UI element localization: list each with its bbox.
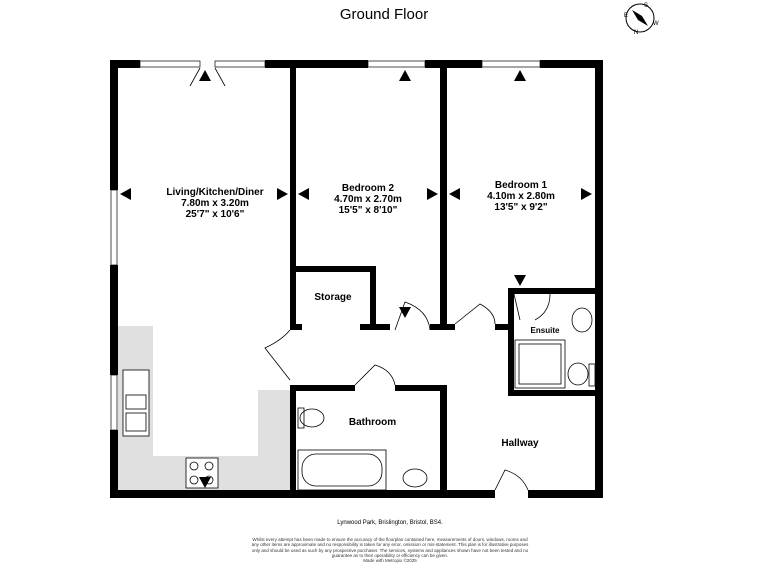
compass-label-e: E — [624, 13, 628, 19]
room-metric: 7.80m x 3.20m — [181, 198, 249, 209]
room-name: Living/Kitchen/Diner — [166, 187, 264, 198]
compass-label-w: W — [653, 21, 659, 27]
address: Lynwood Park, Brislington, Bristol, BS4. — [337, 520, 443, 526]
windows — [110, 60, 541, 431]
compass-label-n: N — [634, 30, 638, 36]
room-metric: 4.10m x 2.80m — [487, 191, 555, 202]
room-bedroom-1: Bedroom 1 4.10m x 2.80m 13'5" x 9'2" — [447, 180, 595, 213]
disclaimer-text: Whilst every attempt has been made to en… — [251, 537, 529, 558]
floor-title: Ground Floor — [339, 6, 429, 23]
doors — [189, 67, 551, 491]
room-hallway: Hallway — [501, 438, 539, 449]
room-name: Bedroom 1 — [494, 180, 548, 191]
room-name: Bedroom 2 — [341, 183, 395, 194]
disclaimer: Whilst every attempt has been made to en… — [250, 537, 530, 563]
room-living-kitchen-diner: Living/Kitchen/Diner 7.80m x 3.20m 25'7"… — [140, 187, 290, 220]
room-ensuite: Ensuite — [530, 326, 560, 335]
room-bedroom-2: Bedroom 2 4.70m x 2.70m 15'5" x 8'10" — [296, 183, 440, 216]
walls — [110, 60, 603, 498]
sink-icon — [122, 369, 150, 437]
room-imperial: 25'7" x 10'6" — [185, 209, 245, 220]
credit: Made with Metropix ©2025 — [363, 558, 417, 564]
room-bathroom: Bathroom — [348, 417, 397, 428]
room-imperial: 13'5" x 9'2" — [494, 202, 548, 213]
bathroom-fixtures — [297, 307, 596, 491]
room-imperial: 15'5" x 8'10" — [338, 205, 398, 216]
dimension-arrows — [120, 70, 592, 488]
compass-label-s: S — [644, 3, 648, 9]
compass-icon: S W N E — [624, 3, 659, 36]
room-metric: 4.70m x 2.70m — [334, 194, 402, 205]
hob-icon — [185, 457, 219, 489]
room-storage: Storage — [314, 292, 352, 303]
